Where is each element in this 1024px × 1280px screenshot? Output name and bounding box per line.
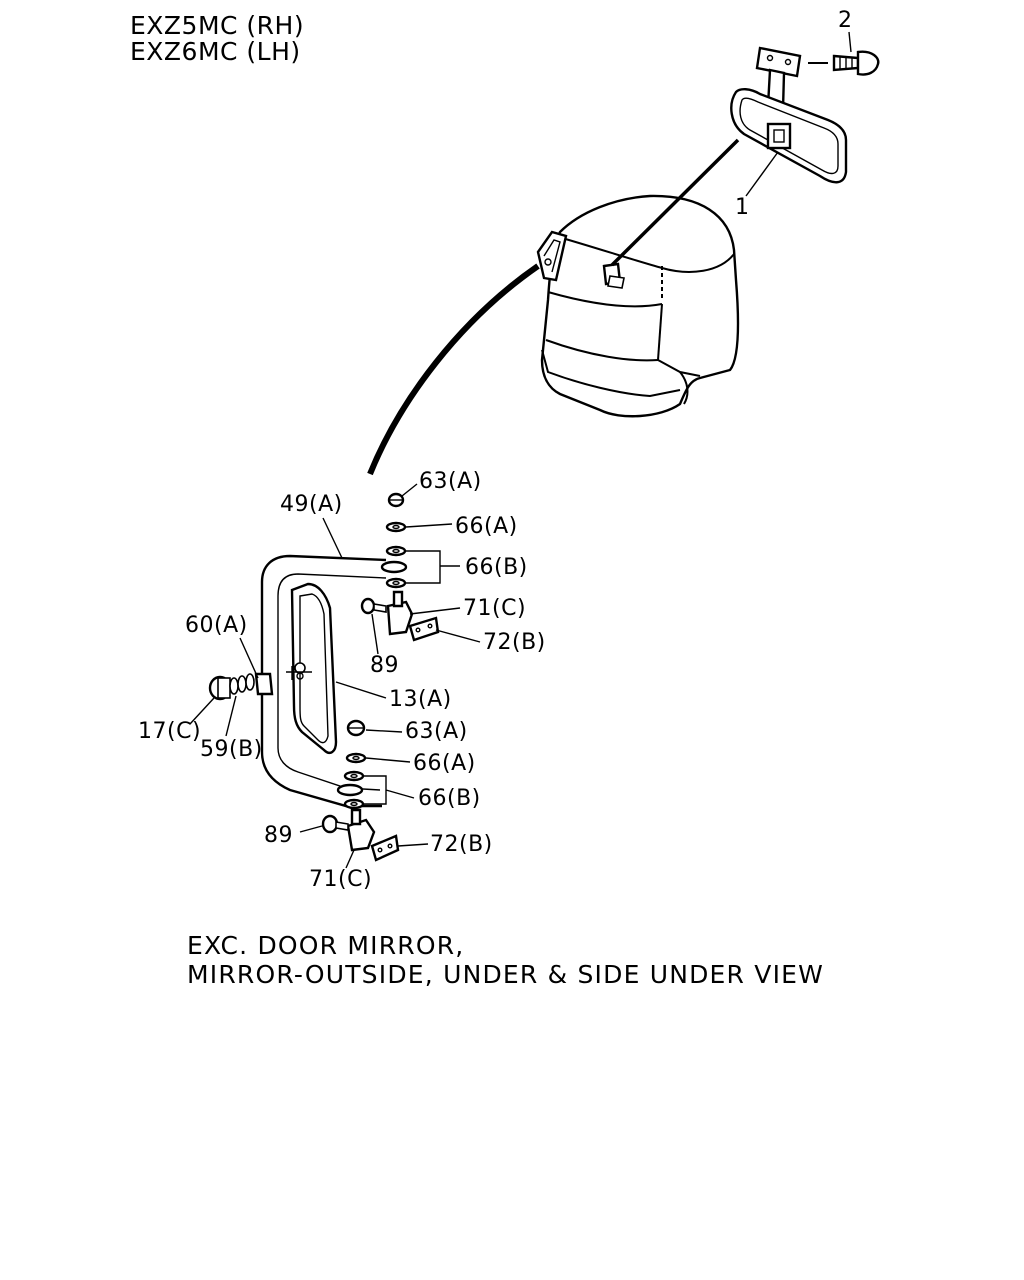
callout-63a-bot: 63(A) bbox=[405, 719, 468, 744]
under-mirror-glass bbox=[286, 582, 338, 754]
caption-line-2: MIRROR-OUTSIDE, UNDER & SIDE UNDER VIEW bbox=[187, 960, 824, 989]
callout-72b-top: 72(B) bbox=[483, 630, 546, 655]
callout-63a-top: 63(A) bbox=[419, 469, 482, 494]
callout-71c-bot: 71(C) bbox=[309, 867, 372, 892]
callout-66a-bot: 66(A) bbox=[413, 751, 476, 776]
pivot-hardware bbox=[208, 672, 274, 701]
callout-66b-bot: 66(B) bbox=[418, 786, 481, 811]
connector-outside-mirror bbox=[367, 263, 540, 476]
inside-rearview-mirror bbox=[730, 46, 848, 184]
callout-89-top: 89 bbox=[370, 653, 399, 678]
model-code-rh: EXZ5MC (RH) bbox=[130, 11, 304, 40]
mirror-screw bbox=[808, 50, 880, 76]
bottom-hardware-stack bbox=[321, 719, 400, 862]
callout-1: 1 bbox=[735, 195, 750, 220]
callout-2: 2 bbox=[838, 8, 853, 33]
connector-inside-mirror bbox=[610, 138, 740, 267]
model-code-lh: EXZ6MC (LH) bbox=[130, 37, 301, 66]
top-hardware-stack bbox=[360, 492, 440, 642]
callout-59b: 59(B) bbox=[200, 737, 263, 762]
cab-body bbox=[536, 194, 740, 418]
callout-71c-top: 71(C) bbox=[463, 596, 526, 621]
callout-89-bot: 89 bbox=[264, 823, 293, 848]
callout-66a-top: 66(A) bbox=[455, 514, 518, 539]
callout-66b-top: 66(B) bbox=[465, 555, 528, 580]
caption-line-1: EXC. DOOR MIRROR, bbox=[187, 931, 464, 960]
callout-13a: 13(A) bbox=[389, 687, 452, 712]
callout-72b-bot: 72(B) bbox=[430, 832, 493, 857]
callout-49a: 49(A) bbox=[280, 492, 343, 517]
callout-60a: 60(A) bbox=[185, 613, 248, 638]
